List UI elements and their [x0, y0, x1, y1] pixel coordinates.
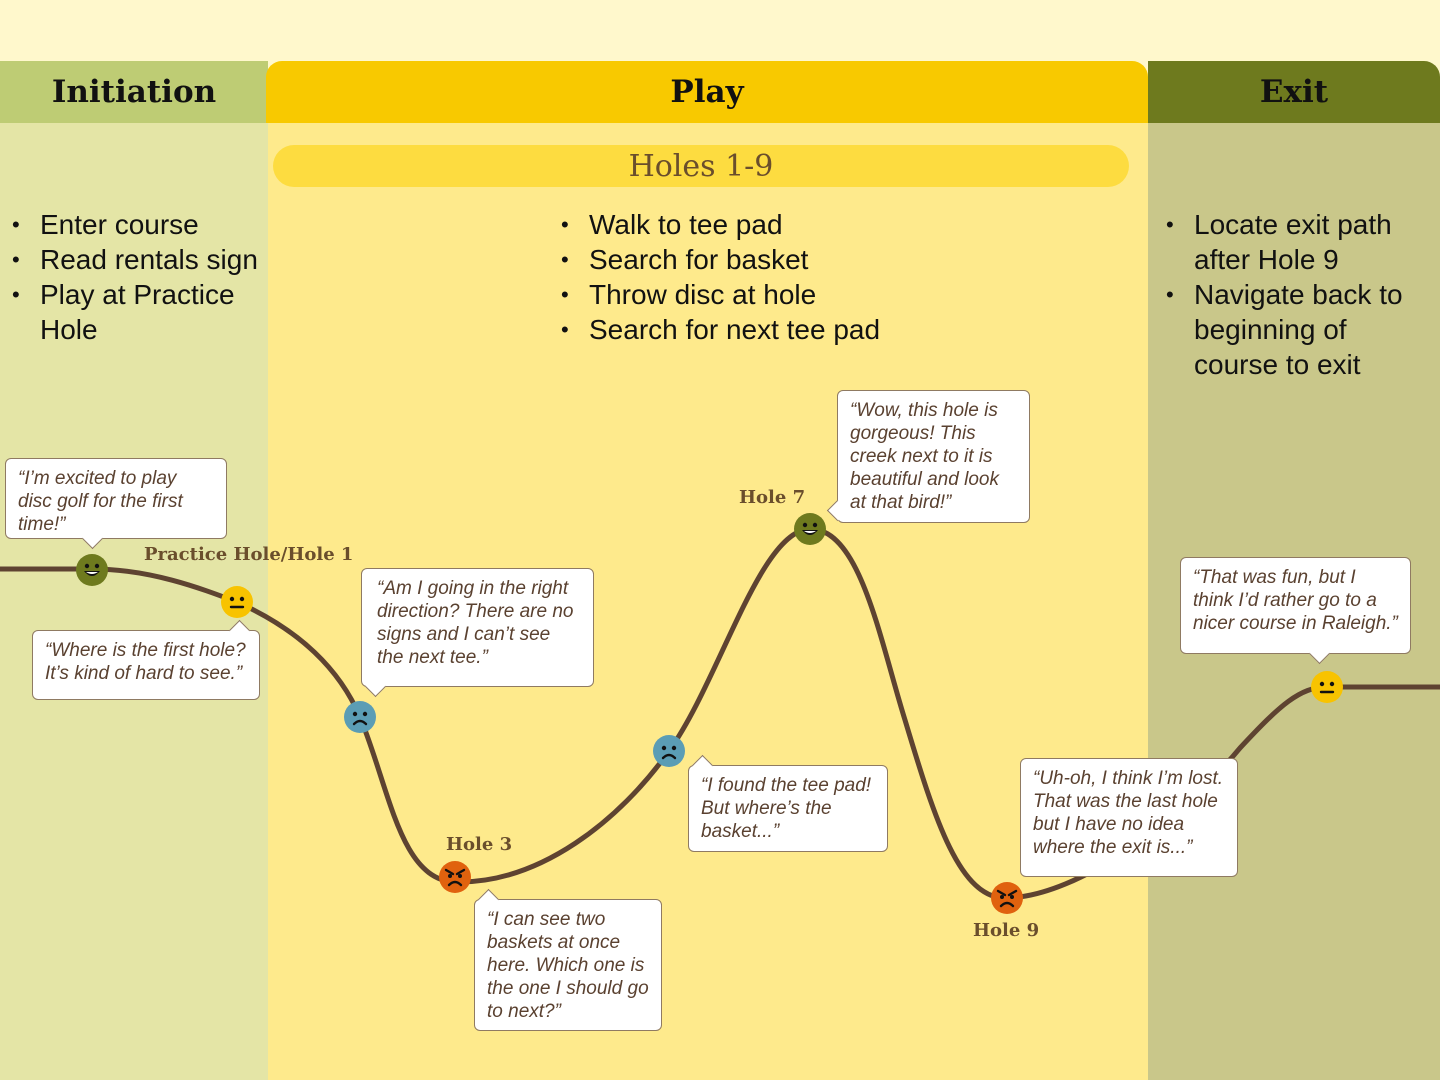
- happy-face-icon: [76, 554, 108, 586]
- task-item: Throw disc at hole: [561, 277, 981, 312]
- sad-face-icon: [344, 701, 376, 733]
- quote-bubble: “That was fun, but I think I’d rather go…: [1180, 557, 1411, 665]
- happy-face-icon: [794, 513, 826, 545]
- task-item: Navigate back to beginning of course to …: [1166, 277, 1436, 382]
- task-item: Locate exit path after Hole 9: [1166, 207, 1436, 277]
- quote-text: “Uh-oh, I think I’m lost. That was the l…: [1033, 768, 1224, 858]
- quote-text: “I’m excited to play disc golf for the f…: [18, 468, 183, 535]
- quote-bubble: “I found the tee pad! But where’s the ba…: [688, 754, 888, 852]
- play-task-list: Walk to tee pad Search for basket Throw …: [561, 207, 981, 347]
- initiation-task-list: Enter course Read rentals sign Play at P…: [12, 207, 262, 347]
- quote-text: “I found the tee pad! But where’s the ba…: [701, 775, 872, 842]
- task-item: Play at Practice Hole: [12, 277, 262, 347]
- point-label-practice-hole: Practice Hole/Hole 1: [144, 544, 354, 565]
- task-item: Enter course: [12, 207, 262, 242]
- quote-text: “I can see two baskets at once here. Whi…: [487, 909, 649, 1022]
- stage-header-exit: Exit: [1148, 61, 1440, 123]
- task-item: Search for basket: [561, 242, 981, 277]
- neutral-face-icon: [221, 586, 253, 618]
- stage-header-initiation: Initiation: [0, 61, 268, 123]
- point-label-hole-3: Hole 3: [446, 834, 513, 855]
- quote-text: “Am I going in the right direction? Ther…: [377, 578, 574, 668]
- task-item: Search for next tee pad: [561, 312, 981, 347]
- stage-header-play: Play: [266, 61, 1148, 123]
- quote-bubble: “Am I going in the right direction? Ther…: [361, 568, 594, 698]
- task-item: Walk to tee pad: [561, 207, 981, 242]
- quote-bubble: “Uh-oh, I think I’m lost. That was the l…: [1020, 758, 1238, 877]
- quote-text: “Wow, this hole is gorgeous! This creek …: [850, 400, 999, 513]
- holes-subheader: Holes 1-9: [273, 145, 1129, 187]
- exit-task-list: Locate exit path after Hole 9 Navigate b…: [1166, 207, 1436, 382]
- task-item: Read rentals sign: [12, 242, 262, 277]
- quote-bubble: “Where is the first hole? It’s kind of h…: [32, 619, 260, 700]
- angry-face-icon: [991, 882, 1023, 914]
- point-label-hole-9: Hole 9: [973, 920, 1040, 941]
- quote-text: “Where is the first hole? It’s kind of h…: [45, 640, 246, 684]
- neutral-face-icon: [1311, 671, 1343, 703]
- angry-face-icon: [439, 861, 471, 893]
- quote-bubble: “Wow, this hole is gorgeous! This creek …: [826, 390, 1030, 523]
- sad-face-icon: [653, 735, 685, 767]
- quote-text: “That was fun, but I think I’d rather go…: [1193, 567, 1398, 634]
- quote-bubble: “I’m excited to play disc golf for the f…: [5, 458, 227, 550]
- quote-bubble: “I can see two baskets at once here. Whi…: [474, 888, 662, 1031]
- point-label-hole-7: Hole 7: [739, 487, 806, 508]
